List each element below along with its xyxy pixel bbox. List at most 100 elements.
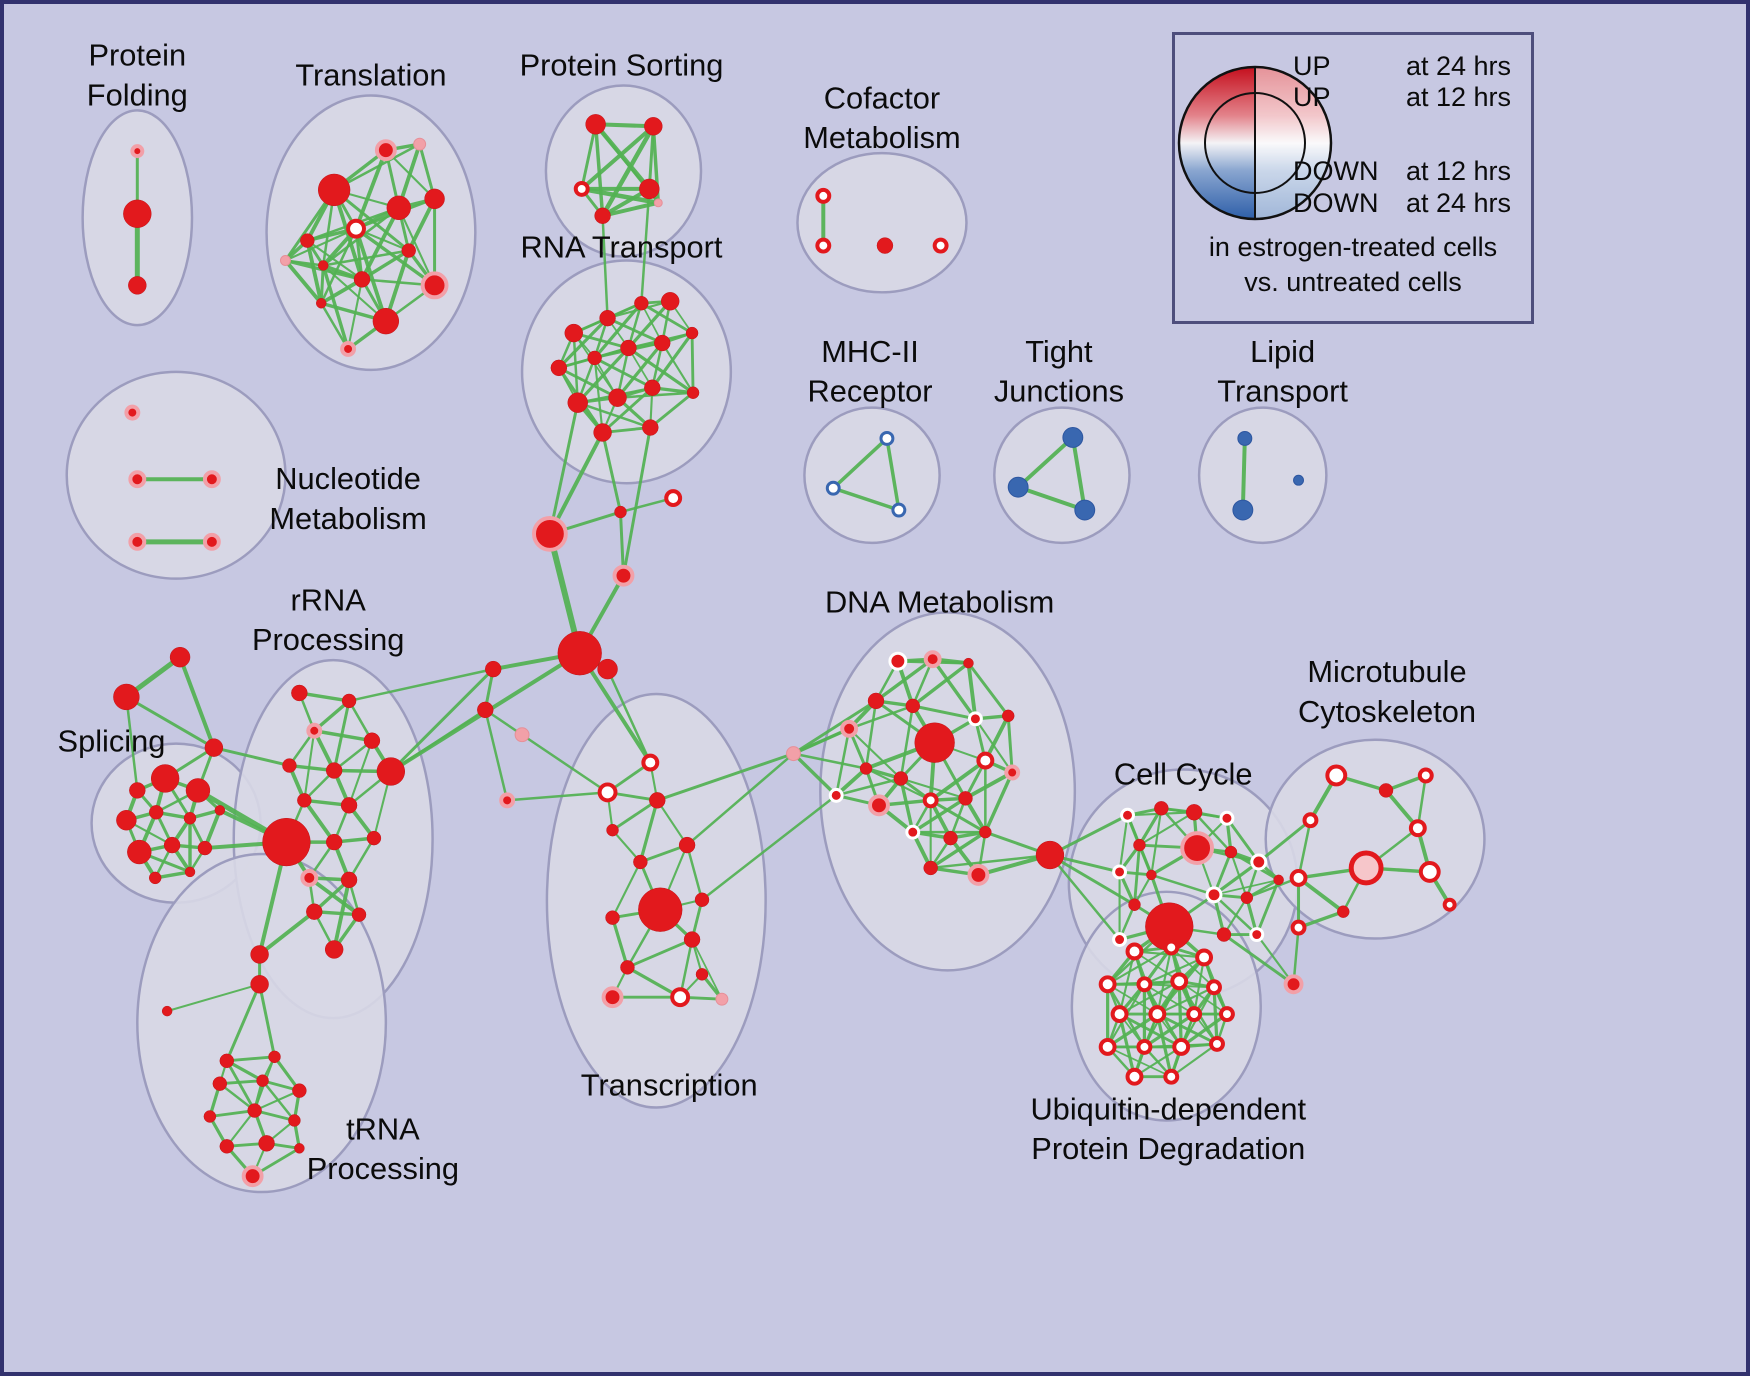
network-node [601,986,624,1009]
cluster-ellipse-lipid-transport [1197,406,1328,545]
cluster-label-rrna-processing: rRNA [291,582,367,617]
network-edge [1255,933,1295,986]
network-edge [626,938,694,969]
network-node [638,887,683,932]
cluster-label-protein-sorting: Protein Sorting [520,48,724,83]
network-node [1195,948,1214,967]
network-edge [601,386,654,434]
network-node [148,871,162,885]
network-node [1337,905,1350,918]
network-node [644,117,663,136]
network-node [840,719,859,738]
network-node [678,836,696,854]
cluster-label-transcription: Transcription [581,1068,758,1103]
network-node [116,810,137,831]
network-edge [319,227,358,305]
network-edge [930,657,978,721]
network-node [825,480,841,496]
network-edge [302,798,337,845]
network-node [372,307,400,335]
cluster-ellipse-cofactor-metabolism [796,151,968,294]
network-node [1289,868,1308,887]
network-edge [593,122,605,218]
network-node [128,470,147,489]
network-edge [874,657,935,703]
network-node [212,1076,228,1091]
network-edge [1118,814,1129,873]
legend-row-up-24: UP at 24 hrs [1175,50,1531,82]
network-node [905,824,921,840]
network-edge [619,496,675,514]
network-edge [1117,1012,1137,1079]
network-edge [212,746,291,768]
network-edge [834,727,851,797]
network-edge [576,346,631,405]
legend-down-12-label: DOWN [1293,156,1379,186]
network-node [316,298,327,309]
network-node [979,825,992,839]
network-node [786,746,801,762]
network-node [639,178,660,200]
network-edge [225,1059,257,1112]
network-node [214,805,226,816]
network-node [634,296,649,311]
legend-row-up-12: UP at 12 hrs [1175,81,1531,113]
network-node [202,532,221,551]
cluster-label-microtubule-cytoskeleton: Cytoskeleton [1298,694,1476,729]
network-edge [1150,807,1163,876]
network-edge [557,316,610,370]
network-edge [319,301,350,351]
network-node [670,987,691,1008]
network-edge [911,661,971,708]
network-node [608,388,627,407]
network-edge [360,248,411,282]
network-edge [354,148,388,231]
network-edge [225,1109,256,1148]
network-node [1290,919,1307,936]
network-node [1218,1006,1235,1023]
network-node [612,564,635,587]
network-node [340,871,358,889]
network-node [297,793,312,808]
legend-footer-line2: vs. untreated cells [1244,267,1462,297]
cluster-label-rrna-processing: Processing [252,622,404,657]
cluster-ellipse-microtubule-cytoskeleton [1264,738,1486,940]
network-node [644,379,661,396]
network-node [163,836,181,854]
network-node [943,830,958,846]
network-node [620,960,635,975]
network-edge [305,238,324,306]
network-node [258,1135,275,1152]
network-edge [1016,435,1075,490]
network-node [967,863,990,886]
network-edge [791,751,838,798]
network-node [597,658,618,680]
network-node [306,903,323,920]
network-edge [225,1055,276,1063]
cluster-label-lipid-transport: Lipid [1250,334,1315,369]
network-node [859,762,873,775]
network-edge [655,752,795,802]
network-edge [911,796,968,834]
network-edge [1070,435,1087,513]
network-node [594,207,611,224]
network-edge [685,752,795,847]
network-node [127,839,152,865]
network-node [567,392,588,413]
network-edge [284,227,358,262]
network-edge [1222,896,1248,936]
cluster-label-trna-processing: Processing [307,1151,459,1186]
network-edge [928,830,988,870]
network-edge [1106,1012,1159,1049]
network-edge [606,316,664,345]
cluster-label-rna-transport: RNA Transport [520,230,722,265]
network-node [1186,1006,1203,1023]
cluster-label-splicing: Splicing [58,724,166,759]
cluster-label-translation: Translation [295,58,446,93]
network-edge [297,691,351,703]
network-node [593,423,612,442]
network-edge [963,770,1015,801]
network-edge [606,667,652,764]
network-node [401,243,416,258]
network-node [169,646,191,668]
